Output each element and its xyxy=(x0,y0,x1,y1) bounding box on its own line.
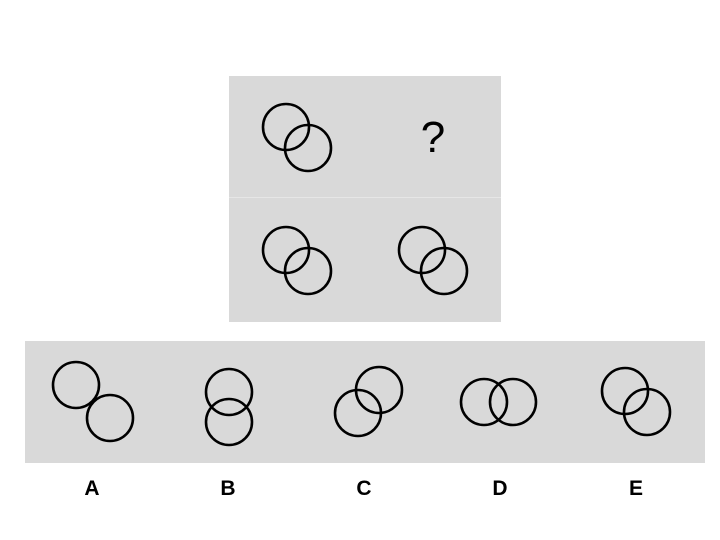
circle-upper xyxy=(51,360,101,410)
option-b-figure[interactable] xyxy=(190,360,270,455)
option-a-label[interactable]: A xyxy=(84,477,100,500)
option-a-figure[interactable] xyxy=(45,355,145,450)
missing-cell-marker: ? xyxy=(420,113,446,162)
options-panel xyxy=(25,341,705,463)
option-b-label[interactable]: B xyxy=(220,477,236,500)
cell-bottom-left-figure xyxy=(261,225,333,296)
circle-lower xyxy=(622,387,672,437)
cell-top-left-figure xyxy=(261,102,333,173)
circle-lower xyxy=(283,246,333,296)
option-e-figure[interactable] xyxy=(594,361,680,441)
circle-upper xyxy=(204,367,254,417)
option-c-label[interactable]: C xyxy=(356,477,372,500)
puzzle-grid xyxy=(229,76,501,322)
grid-divider xyxy=(229,197,501,198)
option-c-figure[interactable] xyxy=(327,360,413,445)
option-d-label[interactable]: D xyxy=(492,477,508,500)
cell-bottom-right-figure xyxy=(397,225,469,296)
circle-lower xyxy=(283,123,333,173)
circle-lower xyxy=(419,246,469,296)
circle-lower xyxy=(85,393,135,443)
option-e-label[interactable]: E xyxy=(628,477,643,500)
circle-lower xyxy=(333,388,383,438)
circle-right xyxy=(488,377,538,427)
circle-left xyxy=(459,377,509,427)
circle-lower xyxy=(204,397,254,447)
option-d-figure[interactable] xyxy=(452,370,547,435)
